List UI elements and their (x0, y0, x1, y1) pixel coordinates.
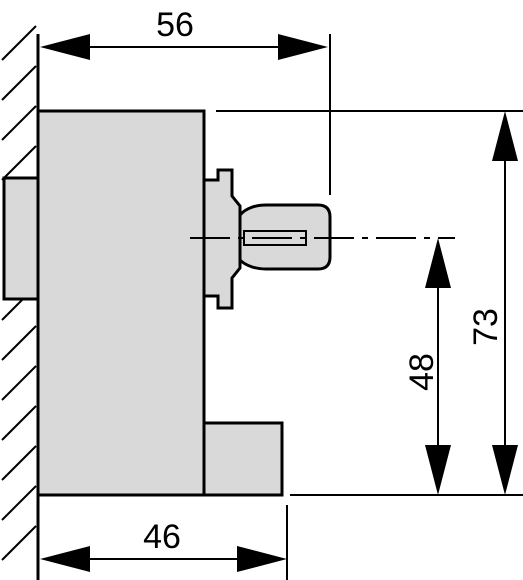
dimension-48-arrow-top (425, 238, 451, 288)
foot-block (202, 421, 284, 497)
dimension-46-arrow-right (237, 546, 287, 572)
dimension-48-label: 48 (403, 353, 441, 391)
dimension-56-label: 56 (156, 6, 194, 44)
wall-hatching (1, 25, 37, 561)
switch-body (36, 109, 206, 497)
rear-boss (2, 176, 42, 301)
dimension-73-arrow-top (492, 111, 518, 161)
dimension-73-arrow-bottom (492, 445, 518, 495)
dimension-46: 46 (40, 518, 287, 572)
dimension-73: 73 (467, 111, 518, 495)
dimension-56: 56 (40, 6, 328, 60)
dimension-46-arrow-left (40, 546, 90, 572)
dimension-56-arrow-left (40, 34, 90, 60)
dimension-73-label: 73 (467, 308, 505, 346)
dimension-56-arrow-right (278, 34, 328, 60)
mounting-wall (1, 25, 40, 580)
dimension-46-label: 46 (143, 518, 181, 556)
dimension-48-arrow-bottom (425, 445, 451, 495)
dimension-48: 48 (403, 238, 451, 495)
